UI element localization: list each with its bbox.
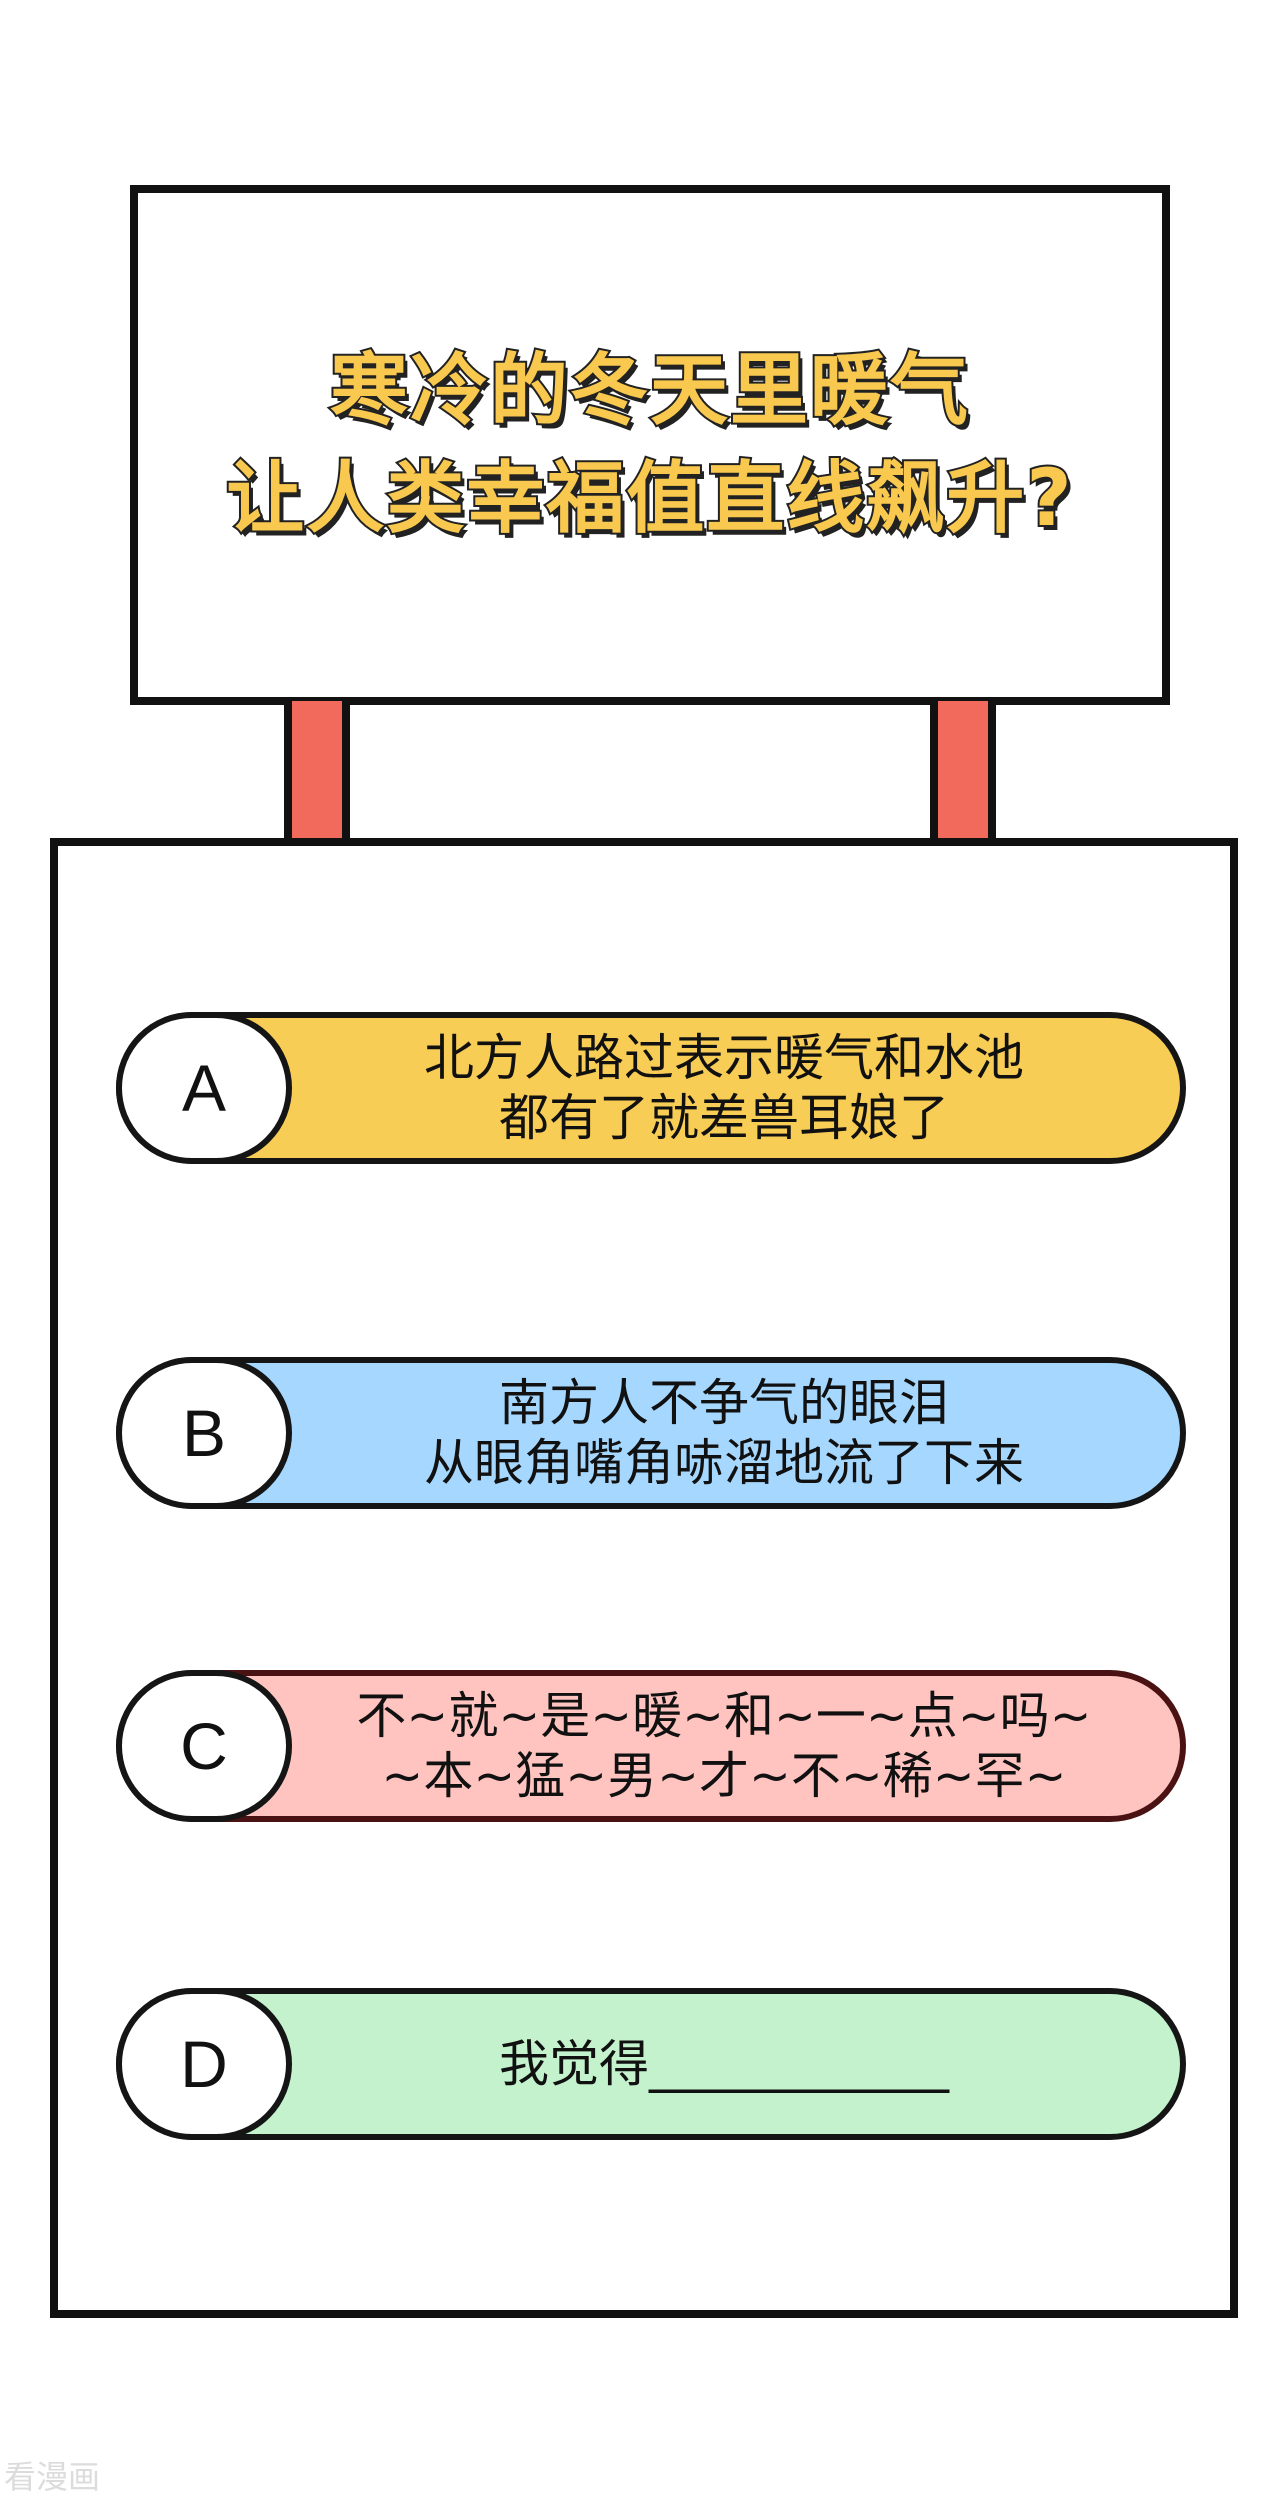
sign-post-left [284, 701, 350, 845]
sign-title-line-1: 寒冷的冬天里暖气 [328, 344, 970, 438]
option-d[interactable]: D 我觉得____________ [116, 1988, 1186, 2140]
sign-board: 寒冷的冬天里暖气 让人类幸福值直线飙升? [130, 185, 1170, 705]
option-c-line-2: ~本~猛~男~才~不~稀~罕~ [381, 1747, 1067, 1805]
option-d-line-1: 我觉得____________ [499, 2035, 949, 2093]
option-d-text: 我觉得____________ [298, 1994, 1150, 2134]
option-a[interactable]: A 北方人路过表示暖气和水池 都有了就差兽耳娘了 [116, 1012, 1186, 1164]
option-a-text: 北方人路过表示暖气和水池 都有了就差兽耳娘了 [298, 1018, 1150, 1158]
option-c-line-1: 不~就~是~暖~和~一~点~吗~ [356, 1687, 1092, 1745]
option-c-badge: C [116, 1670, 292, 1822]
watermark: 看漫画 [4, 2458, 101, 2496]
option-a-line-1: 北方人路过表示暖气和水池 [424, 1029, 1024, 1087]
option-b[interactable]: B 南方人不争气的眼泪 从眼角嘴角哧溜地流了下来 [116, 1357, 1186, 1509]
option-a-badge: A [116, 1012, 292, 1164]
option-c-text: 不~就~是~暖~和~一~点~吗~ ~本~猛~男~才~不~稀~罕~ [298, 1676, 1150, 1816]
option-a-line-2: 都有了就差兽耳娘了 [499, 1089, 949, 1147]
sign-title-line-2: 让人类幸福值直线飙升? [224, 452, 1074, 546]
option-c[interactable]: C 不~就~是~暖~和~一~点~吗~ ~本~猛~男~才~不~稀~罕~ [116, 1670, 1186, 1822]
sign-post-right [930, 701, 996, 845]
option-b-text: 南方人不争气的眼泪 从眼角嘴角哧溜地流了下来 [298, 1363, 1150, 1503]
option-b-line-2: 从眼角嘴角哧溜地流了下来 [424, 1434, 1024, 1492]
question-panel: A 北方人路过表示暖气和水池 都有了就差兽耳娘了 B 南方人不争气的眼泪 从眼角… [50, 838, 1238, 2318]
option-b-badge: B [116, 1357, 292, 1509]
option-d-badge: D [116, 1988, 292, 2140]
option-b-line-1: 南方人不争气的眼泪 [499, 1374, 949, 1432]
